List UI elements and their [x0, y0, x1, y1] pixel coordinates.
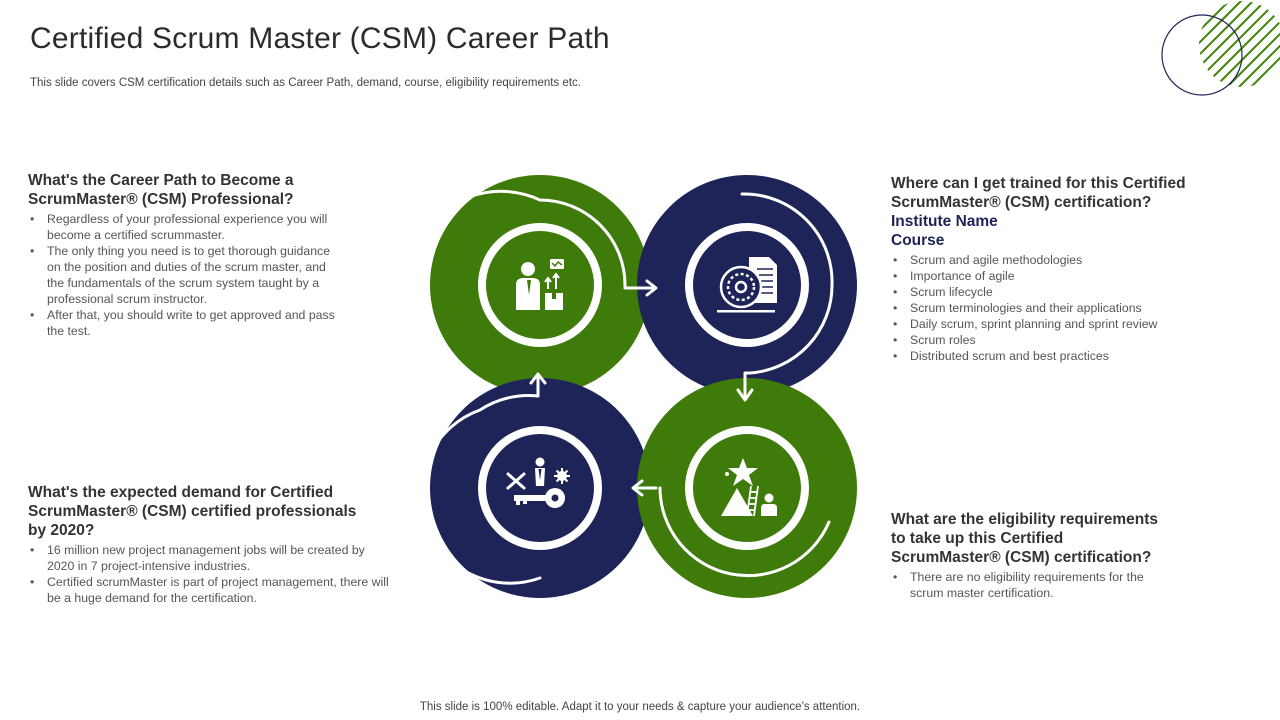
career-path-bullets: Regardless of your professional experien… [28, 211, 338, 339]
list-item: 16 million new project management jobs w… [28, 542, 394, 574]
list-item: Scrum terminologies and their applicatio… [891, 300, 1191, 316]
demand-bullets: 16 million new project management jobs w… [28, 542, 394, 606]
list-item: The only thing you need is to get thorou… [28, 243, 338, 307]
eligibility-heading: What are the eligibility requirements to… [891, 511, 1159, 566]
list-item: Scrum lifecycle [891, 284, 1191, 300]
page-title: Certified Scrum Master (CSM) Career Path [30, 22, 610, 55]
circle-bottom-right [637, 378, 857, 598]
career-cycle-diagram [420, 175, 857, 598]
list-item: Certified scrumMaster is part of project… [28, 574, 394, 606]
list-item: Scrum roles [891, 332, 1191, 348]
decorative-circles [1161, 1, 1280, 96]
list-item: There are no eligibility requirements fo… [891, 569, 1176, 601]
mountain-star-goal-icon [721, 458, 777, 517]
eligibility-section: What are the eligibility requirements to… [891, 510, 1176, 601]
document-settings-icon [717, 257, 777, 313]
career-path-section: What's the Career Path to Become a Scrum… [28, 171, 338, 339]
training-section: Where can I get trained for this Certifi… [891, 174, 1191, 364]
list-item: Scrum and agile methodologies [891, 252, 1191, 268]
list-item: Importance of agile [891, 268, 1191, 284]
list-item: Regardless of your professional experien… [28, 211, 338, 243]
eligibility-bullets: There are no eligibility requirements fo… [891, 569, 1176, 601]
list-item: Distributed scrum and best practices [891, 348, 1191, 364]
footer-note: This slide is 100% editable. Adapt it to… [419, 701, 861, 713]
training-heading: Where can I get trained for this Certifi… [891, 175, 1186, 211]
tools-key-icon [506, 457, 570, 508]
page-subtitle: This slide covers CSM certification deta… [30, 77, 581, 89]
circle-bottom-left [430, 378, 650, 598]
demand-heading: What's the expected demand for Certified… [28, 484, 357, 539]
demand-section: What's the expected demand for Certified… [28, 483, 394, 606]
list-item: Daily scrum, sprint planning and sprint … [891, 316, 1191, 332]
list-item: After that, you should write to get appr… [28, 307, 338, 339]
institute-name: Institute Name [891, 213, 998, 230]
career-path-heading: What's the Career Path to Become a Scrum… [28, 172, 294, 208]
course-label: Course [891, 232, 945, 249]
professional-growth-icon [516, 259, 564, 310]
training-bullets: Scrum and agile methodologies Importance… [891, 252, 1191, 364]
